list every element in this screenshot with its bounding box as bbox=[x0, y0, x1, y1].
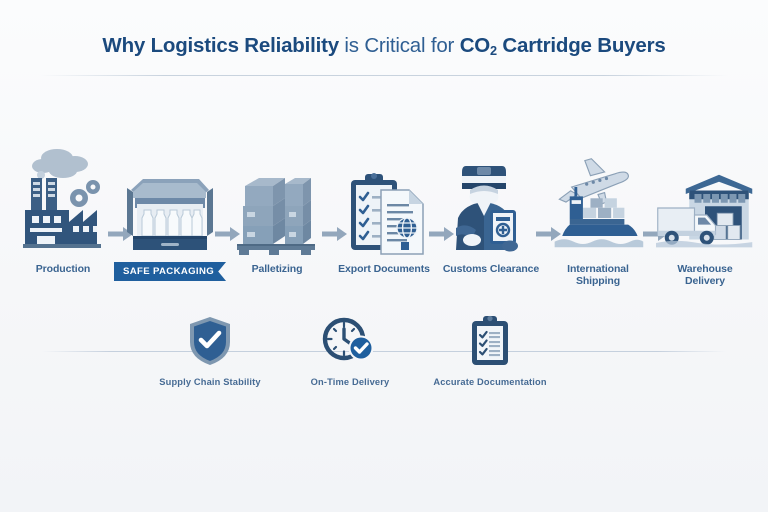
pallet-boxes-icon bbox=[228, 140, 326, 258]
page-title-subscript: 2 bbox=[490, 42, 497, 58]
page-title-text: Why Logistics Reliability is Critical fo… bbox=[0, 34, 768, 58]
trust-item-accurate-documentation[interactable]: Accurate Documentation bbox=[420, 315, 560, 387]
page-title-bold-2: Cartridge Buyers bbox=[496, 34, 666, 57]
pipeline-step-international-shipping[interactable]: International Shipping bbox=[549, 140, 668, 288]
pipeline-step-label: Safe Packaging bbox=[113, 262, 227, 281]
pipeline-step-label: Production bbox=[35, 263, 91, 275]
pipeline-step-production[interactable]: Production bbox=[14, 140, 133, 276]
trust-item-label: Accurate Documentation bbox=[433, 377, 547, 387]
pipeline-step-label: Warehouse Delivery bbox=[677, 263, 733, 287]
trust-divider bbox=[42, 351, 726, 352]
page-title: Why Logistics Reliability is Critical fo… bbox=[0, 34, 768, 58]
trust-item-label: Supply Chain Stability bbox=[159, 377, 261, 387]
supply-chain-pipeline: Production bbox=[14, 140, 754, 305]
trust-item-on-time-delivery[interactable]: On-Time Delivery bbox=[280, 317, 420, 387]
pipeline-step-label: Export Documents bbox=[338, 263, 430, 275]
title-divider bbox=[40, 75, 728, 76]
clock-check-icon bbox=[322, 317, 378, 364]
pipeline-step-palletizing[interactable]: Palletizing bbox=[228, 140, 347, 276]
warehouse-truck-icon bbox=[656, 140, 754, 258]
plane-ship-icon bbox=[549, 140, 647, 258]
customs-officer-icon bbox=[442, 140, 540, 258]
factory-icon bbox=[14, 140, 112, 258]
trust-badges: Supply Chain Stability On-Time Delivery bbox=[140, 315, 560, 398]
pipeline-step-safe-packaging[interactable]: Safe Packaging bbox=[113, 140, 240, 281]
pipeline-step-label: Palletizing bbox=[251, 263, 303, 275]
trust-item-supply-chain-stability[interactable]: Supply Chain Stability bbox=[140, 317, 280, 387]
pipeline-step-customs-clearance[interactable]: Customs Clearance bbox=[442, 140, 561, 276]
pipeline-step-warehouse-delivery[interactable]: Warehouse Delivery bbox=[656, 140, 754, 288]
pipeline-step-label: International Shipping bbox=[567, 263, 629, 287]
shield-check-icon bbox=[187, 317, 233, 365]
clipboard-document-globe-icon bbox=[335, 140, 433, 258]
clipboard-checklist-icon bbox=[468, 315, 512, 365]
pipeline-step-label: Customs Clearance bbox=[442, 263, 540, 275]
page-title-co: CO bbox=[459, 34, 491, 57]
open-box-cartridges-icon bbox=[121, 140, 219, 258]
pipeline-step-export-documents[interactable]: Export Documents bbox=[335, 140, 454, 276]
trust-item-label: On-Time Delivery bbox=[310, 377, 390, 387]
page-title-mid: is Critical for bbox=[338, 34, 460, 57]
page-title-bold-1: Why Logistics Reliability bbox=[102, 34, 339, 57]
